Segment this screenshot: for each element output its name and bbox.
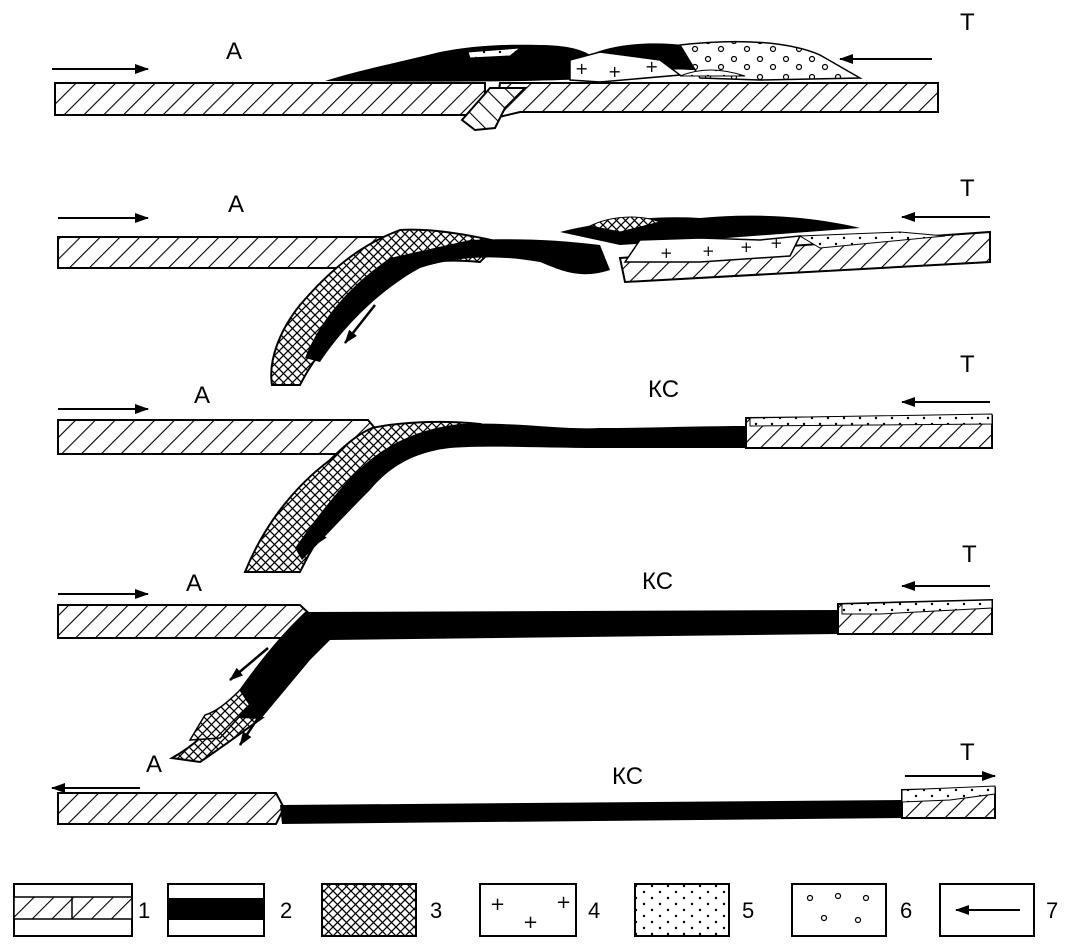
stage-1: A T + + + [52, 9, 975, 130]
legend-item-2: 2 [168, 884, 292, 936]
legend-num: 7 [1046, 898, 1058, 923]
crust-left [58, 793, 284, 824]
svg-text:+: + [523, 912, 538, 933]
label-trench: T [960, 739, 975, 766]
legend-item-7: 7 [940, 884, 1058, 936]
label-arc: A [194, 382, 210, 409]
stage-2: A T + + + + [58, 175, 990, 385]
legend-num: 3 [430, 898, 442, 923]
granite-cross: + [660, 244, 673, 262]
legend-item-5: 5 [635, 884, 754, 936]
label-trench: T [960, 9, 975, 36]
label-crust: КС [642, 568, 673, 595]
label-arc: A [226, 38, 242, 65]
label-arc: A [186, 570, 202, 597]
granite-cross: + [575, 59, 588, 78]
label-crust: КС [648, 376, 679, 403]
legend-item-4: + + + 4 [480, 884, 600, 936]
oceanic-crust [280, 800, 902, 824]
svg-text:+: + [490, 894, 505, 915]
legend-item-3: 3 [322, 884, 442, 936]
legend-num: 5 [742, 898, 754, 923]
crust-left [58, 605, 318, 638]
sand-strip [750, 414, 992, 426]
label-arc: A [146, 751, 162, 778]
legend: 1 2 3 + + + 4 5 [14, 884, 1058, 936]
label-trench: T [962, 541, 977, 568]
label-trench: T [960, 351, 975, 378]
svg-text:+: + [556, 892, 571, 913]
legend-item-1: 1 [14, 884, 150, 936]
legend-num: 1 [138, 898, 150, 923]
label-arc: A [228, 191, 244, 218]
granite-cross: + [645, 57, 658, 76]
crust-left [58, 420, 385, 454]
crust-right [495, 83, 938, 118]
crust-left [55, 83, 485, 115]
granite-cross: + [608, 62, 621, 81]
legend-item-6: 6 [792, 884, 912, 936]
label-trench: T [960, 175, 975, 202]
legend-num: 2 [280, 898, 292, 923]
granite-cross: + [740, 238, 753, 256]
stage-4: A КС T [58, 541, 992, 762]
stage-3: A КС T [58, 351, 992, 572]
legend-num: 4 [588, 898, 600, 923]
label-crust: КС [612, 763, 643, 790]
granite-cross: + [770, 234, 783, 252]
oceanic-crust [220, 610, 838, 720]
legend-num: 6 [900, 898, 912, 923]
granite-cross: + [702, 242, 715, 260]
